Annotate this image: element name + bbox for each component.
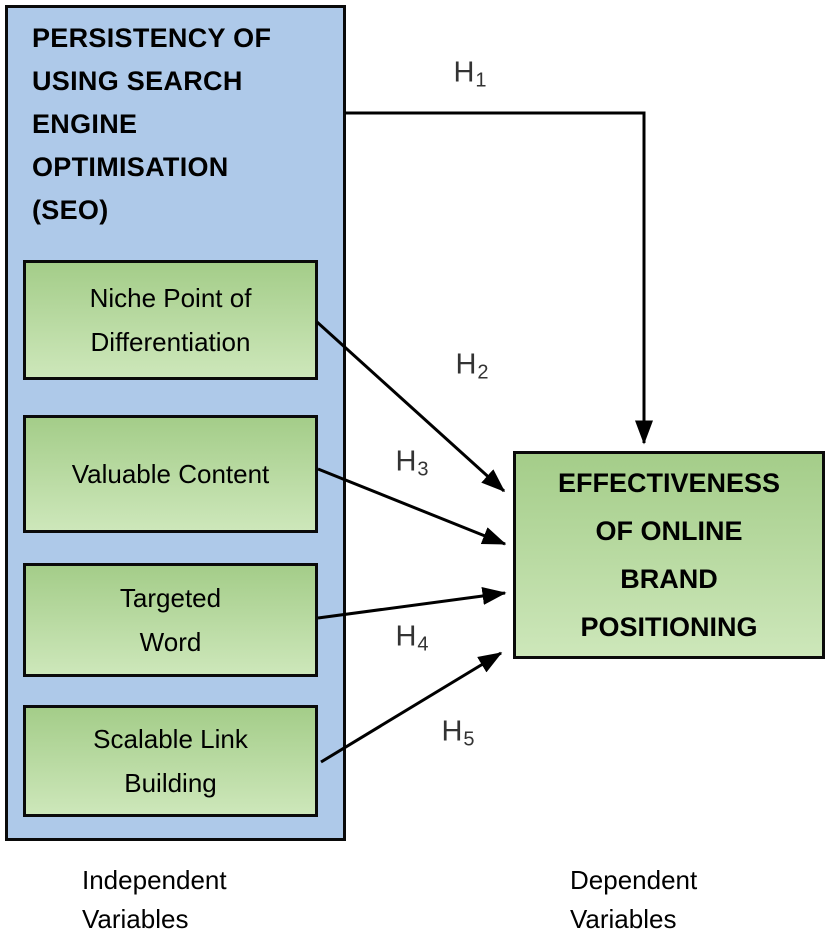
hypothesis-label-h2: H2 — [455, 348, 489, 384]
iv-label-scalable-link-building: Scalable Link Building — [93, 724, 248, 798]
independent-variables-caption: Independent Variables — [82, 865, 227, 934]
hypothesis-h5-letter: H — [441, 715, 463, 748]
hypothesis-h3-letter: H — [395, 445, 417, 478]
iv-box-niche-point-of-differentiation: Niche Point of Differentiation — [23, 260, 318, 380]
hypothesis-label-h5: H5 — [441, 715, 475, 751]
h4-arrow — [317, 587, 507, 620]
hypothesis-h1-letter: H — [453, 56, 475, 89]
hypothesis-h5-subscript: 5 — [463, 728, 475, 751]
seo-group-box: PERSISTENCY OF USING SEARCH ENGINE OPTIM… — [5, 5, 346, 841]
iv-box-targeted-word: Targeted Word — [23, 563, 318, 677]
hypothesis-h2-subscript: 2 — [477, 361, 489, 384]
hypothesis-label-h3: H3 — [395, 445, 429, 481]
hypothesis-label-h1: H1 — [453, 56, 487, 92]
hypothesis-h1-subscript: 1 — [475, 69, 487, 92]
h3-arrow — [317, 467, 507, 546]
dependent-box: EFFECTIVENESS OF ONLINE BRAND POSITIONIN… — [513, 451, 825, 659]
dependent-label: EFFECTIVENESS OF ONLINE BRAND POSITIONIN… — [557, 468, 781, 642]
hypothesis-h4-subscript: 4 — [417, 633, 429, 656]
hypothesis-label-h4: H4 — [395, 620, 429, 656]
hypothesis-h4-letter: H — [395, 620, 417, 653]
h1-arrow — [345, 111, 653, 445]
iv-label-valuable-content: Valuable Content — [71, 459, 270, 489]
iv-label-niche-point-of-differentiation: Niche Point of Differentiation — [89, 283, 252, 357]
group-title: PERSISTENCY OF USING SEARCH ENGINE OPTIM… — [32, 23, 272, 225]
dependent-variables-caption: Dependent Variables — [570, 865, 698, 934]
iv-label-targeted-word: Targeted Word — [119, 583, 222, 657]
hypothesis-h2-letter: H — [455, 348, 477, 381]
hypothesis-h3-subscript: 3 — [417, 458, 429, 481]
iv-box-valuable-content: Valuable Content — [23, 415, 318, 533]
iv-box-scalable-link-building: Scalable Link Building — [23, 705, 318, 817]
